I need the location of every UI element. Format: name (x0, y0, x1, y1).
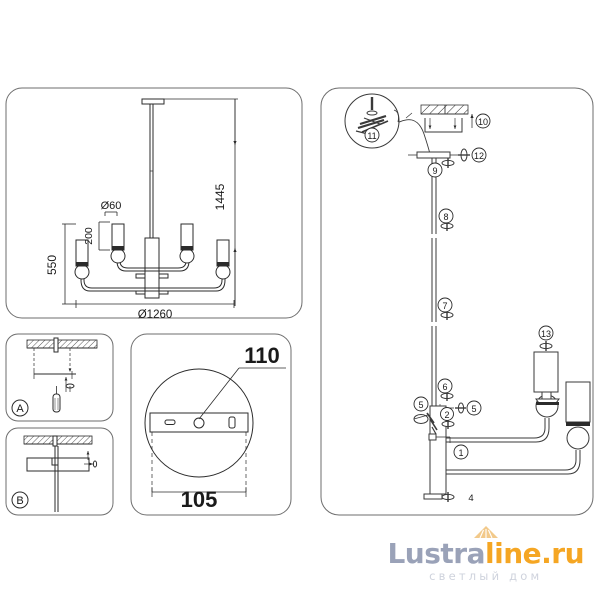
panel-frame-exploded-assembly (320, 87, 594, 516)
dimension-text-shade-diameter: Ø60 (101, 200, 122, 212)
brand-watermark: Lustraline.ru светлый дом (387, 525, 585, 583)
nut-glyph-9 (441, 158, 455, 168)
callout-ring-8 (438, 208, 454, 224)
dimension-overall-diameter (75, 300, 235, 308)
nut-glyph-2 (441, 419, 455, 429)
brand-name-part-1: Lustra (387, 536, 485, 570)
callout-label-13: 13 (541, 329, 551, 339)
callout-ring-6 (437, 378, 453, 394)
dimension-arm-drop-height (62, 223, 76, 305)
brand-name: Lustraline.ru (387, 536, 585, 570)
brand-tagline: светлый дом (429, 568, 543, 583)
panel-frame-canopy-plan (130, 333, 292, 516)
panel-frame-detail-b (5, 427, 114, 516)
detail-a-tag-label: A (16, 403, 24, 415)
callout-label-2: 2 (444, 410, 449, 420)
detail-a-drawing (11, 337, 98, 417)
callout-label-10: 10 (478, 117, 488, 127)
callout-label-1: 1 (458, 448, 463, 458)
detail-b-tag-label: B (16, 495, 23, 507)
callout-ring-2 (440, 407, 454, 421)
panel-frame-detail-a (5, 333, 114, 422)
detail-b-drawing (11, 435, 98, 512)
tool-cluster-left (413, 412, 438, 435)
callout-label-5a: 5 (418, 400, 423, 410)
callout-label-9: 9 (432, 166, 437, 176)
callout-ring-9 (427, 162, 443, 178)
callout-ring-13 (538, 325, 554, 341)
nut-glyph-4 (441, 492, 455, 502)
dimension-shade-height (98, 221, 110, 251)
exploded-assembly-drawing (344, 93, 591, 502)
dimension-text-canopy-diameter: 110 (244, 343, 280, 368)
canopy-plan-drawing (144, 367, 286, 497)
callout-rings (364, 113, 554, 460)
callout-label-8: 8 (443, 212, 448, 222)
chandelier-elevation-drawing (74, 98, 231, 299)
lamp-logo-icon (469, 525, 503, 539)
callout-label-6: 6 (442, 382, 447, 392)
panel-frame-main-elevation (5, 87, 303, 319)
callout-label-5b: 5 (471, 404, 476, 414)
dimension-text-overall-height: 1445 (213, 183, 227, 210)
callout-label-4: 4 (468, 493, 473, 504)
callout-ring-11 (364, 127, 380, 143)
detail-a-tag-circle (11, 399, 29, 417)
dimension-text-shade-height: 200 (83, 227, 95, 245)
detail-b-tag-circle (11, 491, 29, 509)
wire-bundle-detail (355, 97, 389, 136)
callout-label-11: 11 (367, 131, 376, 141)
nut-glyph-13 (539, 341, 553, 351)
dimension-overall-height (164, 98, 238, 306)
screw-glyph-5 (455, 402, 466, 414)
callout-ring-10 (475, 113, 491, 129)
callout-ring-5a (413, 396, 429, 412)
brand-name-part-2: line.ru (485, 536, 585, 570)
callout-ring-1 (453, 444, 469, 460)
dimension-shade-diameter (104, 211, 118, 216)
callout-ring-12 (471, 147, 487, 163)
nut-glyph-12 (458, 148, 470, 162)
callout-ring-5b (466, 400, 482, 416)
dimension-text-arm-drop: 550 (45, 255, 59, 275)
callout-label-7: 7 (442, 301, 447, 311)
callout-ring-7 (437, 297, 453, 313)
nut-glyph-6 (440, 391, 454, 401)
dimension-text-overall-diameter: Ø1260 (138, 309, 173, 321)
dimension-text-plate-width: 105 (181, 487, 218, 512)
callout-label-12: 12 (474, 151, 484, 161)
